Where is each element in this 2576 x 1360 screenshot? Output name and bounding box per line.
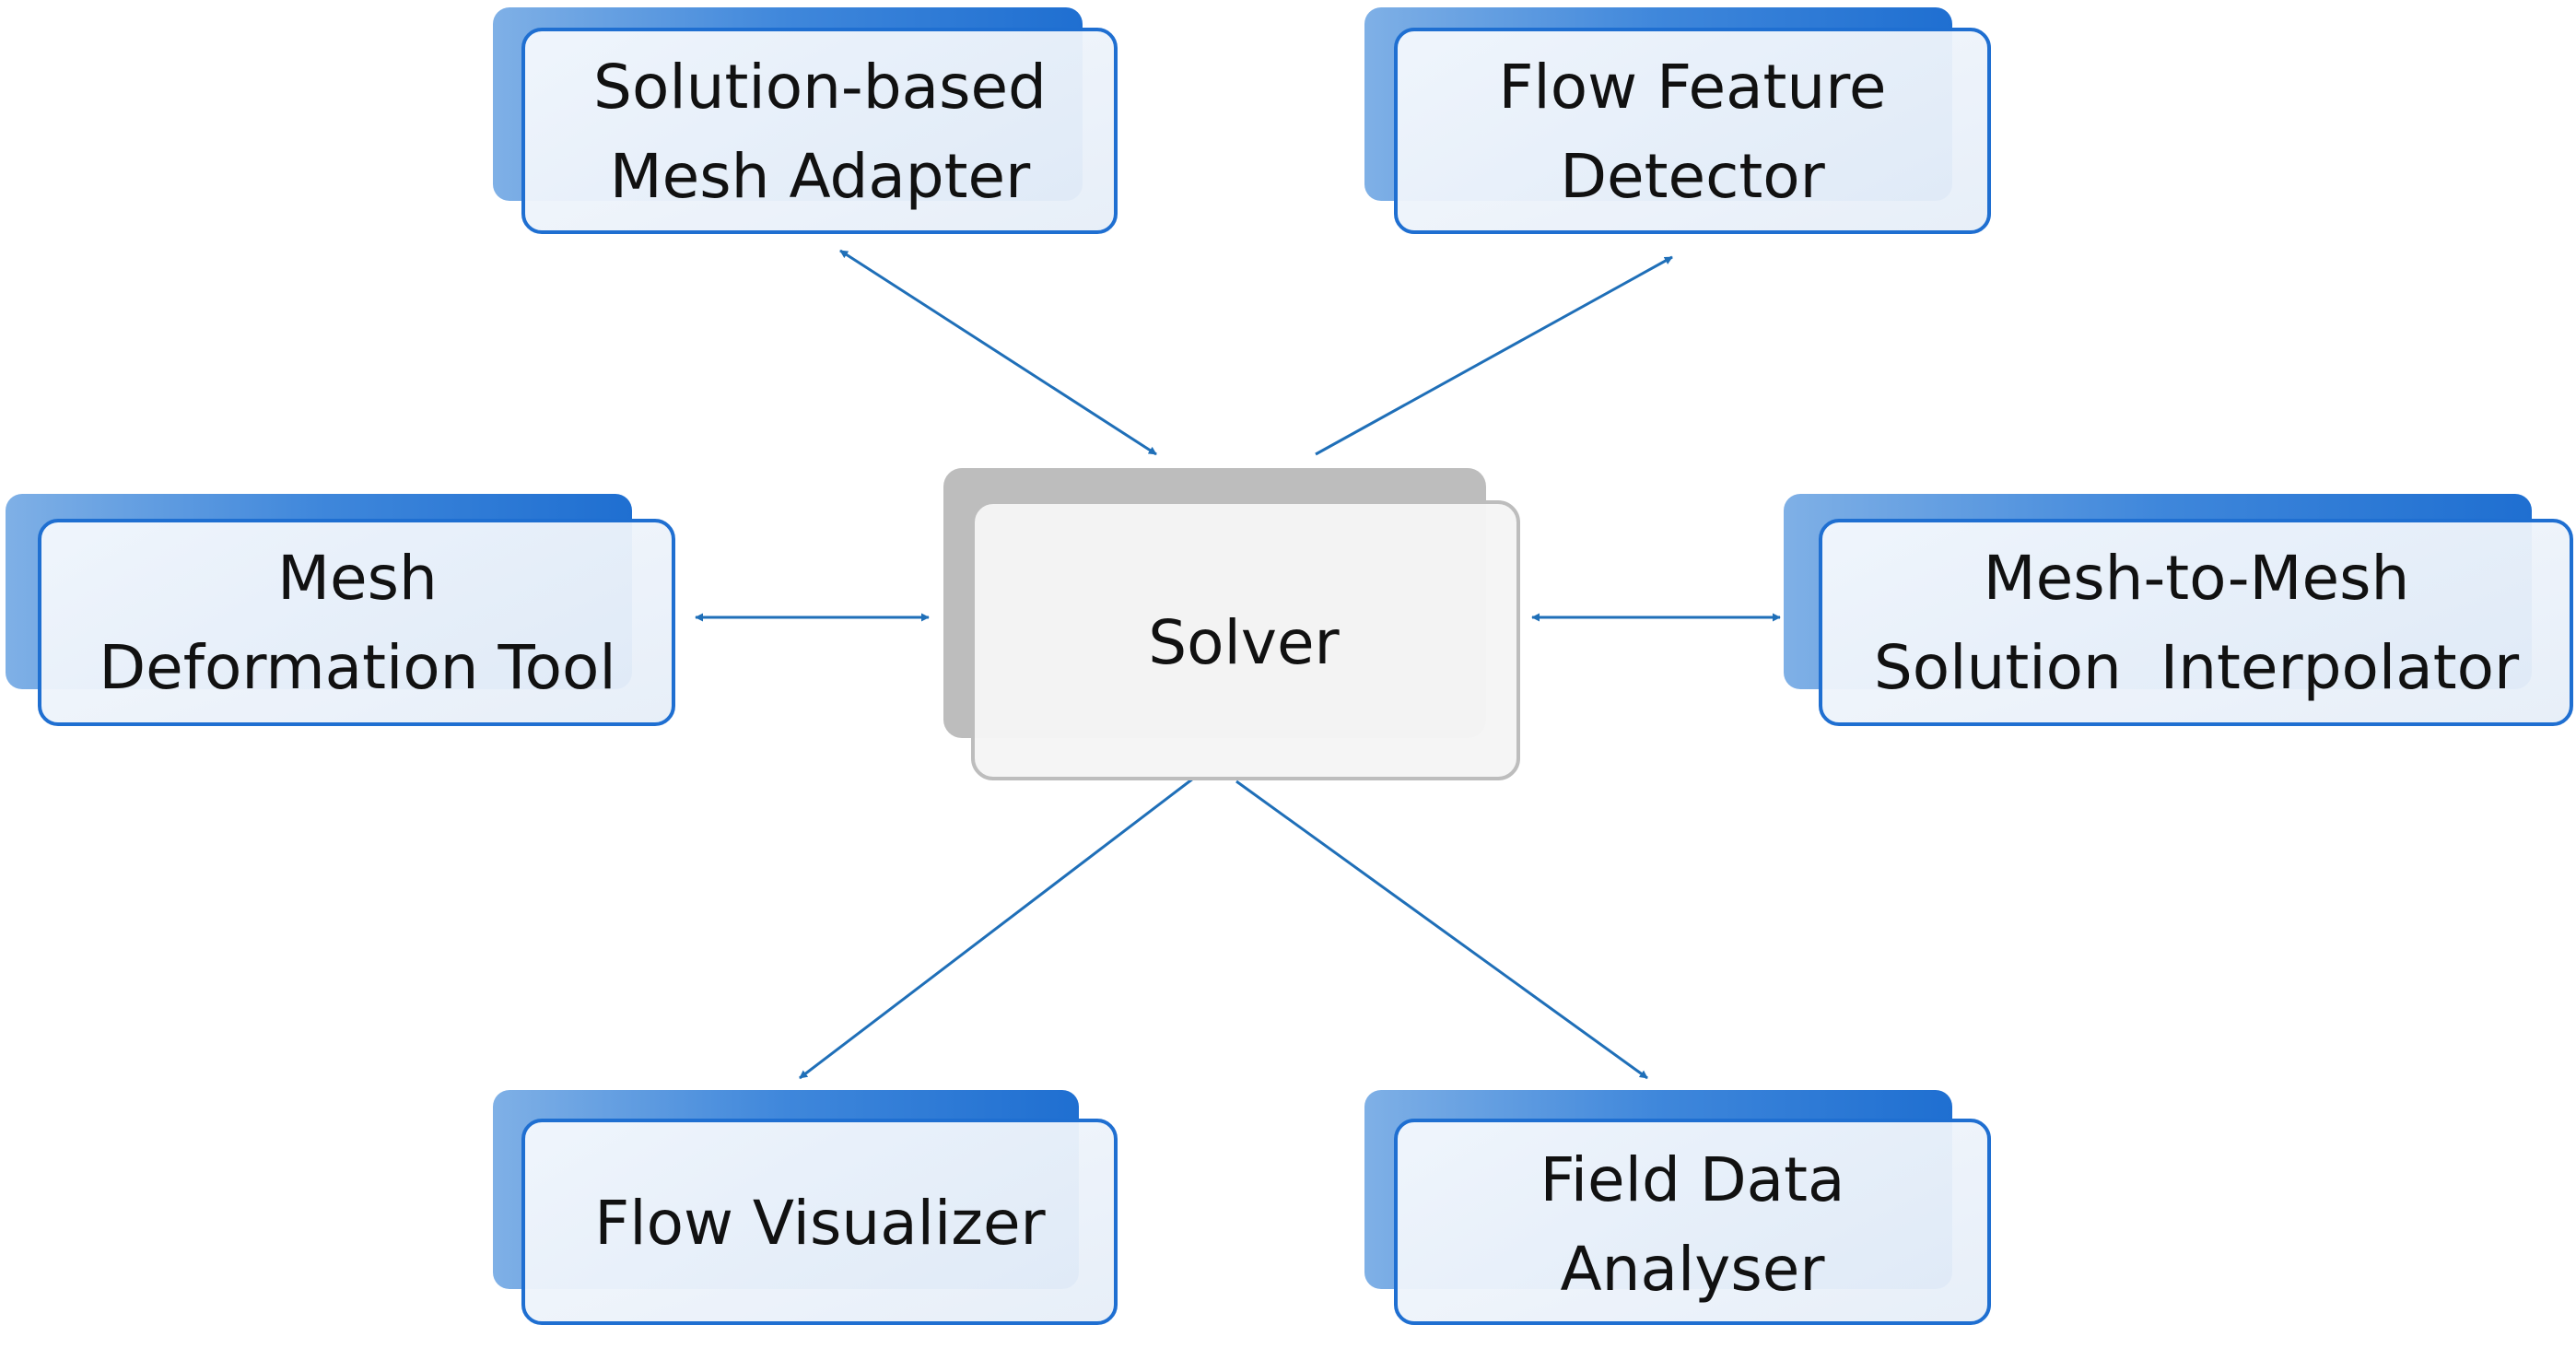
node-label-line-1: Mesh-to-Mesh xyxy=(1984,543,2410,614)
arrow-solver-feature-detector xyxy=(1315,255,1673,456)
node-box xyxy=(1819,519,2573,726)
node-box xyxy=(521,1119,1118,1325)
arrow-solver-visualizer xyxy=(799,777,1194,1080)
node-label-line-2: Mesh Adapter xyxy=(610,141,1031,212)
arrow-solver-field-analyser xyxy=(1235,780,1648,1080)
arrow-solver-mesh-adapter xyxy=(839,249,1157,456)
node-field-analyser[interactable]: Field Data Analyser xyxy=(1364,1090,1991,1325)
node-deformation-tool[interactable]: Mesh Deformation Tool xyxy=(6,494,675,726)
node-label-line-1: Field Data xyxy=(1540,1144,1845,1215)
node-solver[interactable]: Solver xyxy=(943,468,1520,780)
node-mesh-adapter[interactable]: Solution-based Mesh Adapter xyxy=(493,7,1118,234)
node-label-line-1: Flow Visualizer xyxy=(594,1188,1046,1259)
node-box xyxy=(971,500,1520,780)
node-feature-detector[interactable]: Flow Feature Detector xyxy=(1364,7,1991,234)
node-box xyxy=(1394,28,1991,234)
node-label-line-2: Solution Interpolator xyxy=(1874,632,2520,703)
node-box xyxy=(38,519,675,726)
node-label-line-1: Flow Feature xyxy=(1498,52,1886,123)
node-interpolator[interactable]: Mesh-to-Mesh Solution Interpolator xyxy=(1784,494,2573,726)
node-label-line-2: Analyser xyxy=(1561,1234,1826,1305)
node-label-line-2: Deformation Tool xyxy=(99,632,615,703)
node-label-line-1: Solver xyxy=(1148,607,1340,678)
node-label-line-1: Mesh xyxy=(277,543,438,614)
node-box xyxy=(1394,1119,1991,1325)
connections xyxy=(695,249,1781,1080)
node-label-line-1: Solution-based xyxy=(593,52,1047,123)
node-visualizer[interactable]: Flow Visualizer xyxy=(493,1090,1118,1325)
node-label-line-2: Detector xyxy=(1560,141,1825,212)
node-box xyxy=(521,28,1118,234)
